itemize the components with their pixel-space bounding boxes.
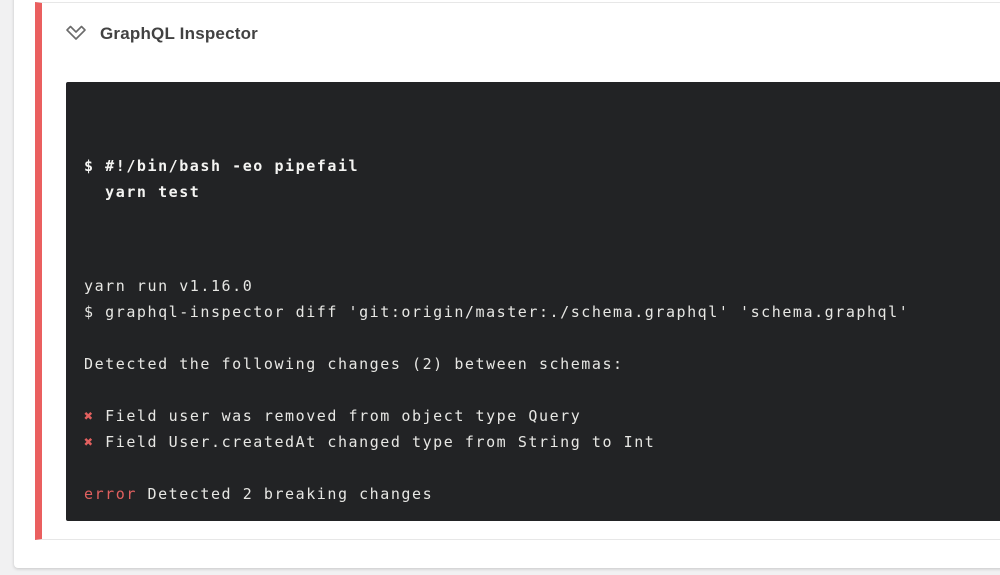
breaking-change-x-icon: ✖ (84, 433, 95, 451)
chevron-down-icon[interactable] (64, 23, 88, 45)
output-text: $ graphql-inspector diff 'git:origin/mas… (84, 303, 910, 321)
output-text: Detected 2 breaking changes (136, 485, 434, 503)
error-label: error (84, 485, 137, 503)
output-text: yarn run v1.16.0 (84, 277, 254, 295)
output-text: Field user was removed from object type … (94, 407, 582, 425)
output-lines: yarn run v1.16.0 $ graphql-inspector diff… (84, 273, 994, 521)
output-line (84, 455, 994, 481)
output-line: Detected the following changes (2) betwe… (84, 351, 994, 377)
output-line (84, 325, 994, 351)
command-lines: $ #!/bin/bash -eo pipefail yarn test (84, 157, 360, 201)
output-text: Detected the following changes (2) betwe… (84, 355, 624, 373)
output-line: ✖ Field User.createdAt changed type from… (84, 429, 994, 455)
build-step-card: GraphQL Inspector $ #!/bin/bash -eo pipe… (35, 2, 1000, 540)
output-line (84, 377, 994, 403)
output-line: $ graphql-inspector diff 'git:origin/mas… (84, 299, 994, 325)
output-line: yarn run v1.16.0 (84, 273, 994, 299)
terminal-output: $ #!/bin/bash -eo pipefail yarn test yar… (66, 82, 1000, 521)
breaking-change-x-icon: ✖ (84, 407, 95, 425)
step-header[interactable]: GraphQL Inspector (42, 3, 1000, 45)
output-line (84, 507, 994, 521)
content-card: GraphQL Inspector $ #!/bin/bash -eo pipe… (14, 0, 1000, 568)
step-title: GraphQL Inspector (100, 24, 259, 43)
output-line: error Detected 2 breaking changes (84, 481, 994, 507)
output-text: Field User.createdAt changed type from S… (94, 433, 656, 451)
output-line: ✖ Field user was removed from object typ… (84, 403, 994, 429)
